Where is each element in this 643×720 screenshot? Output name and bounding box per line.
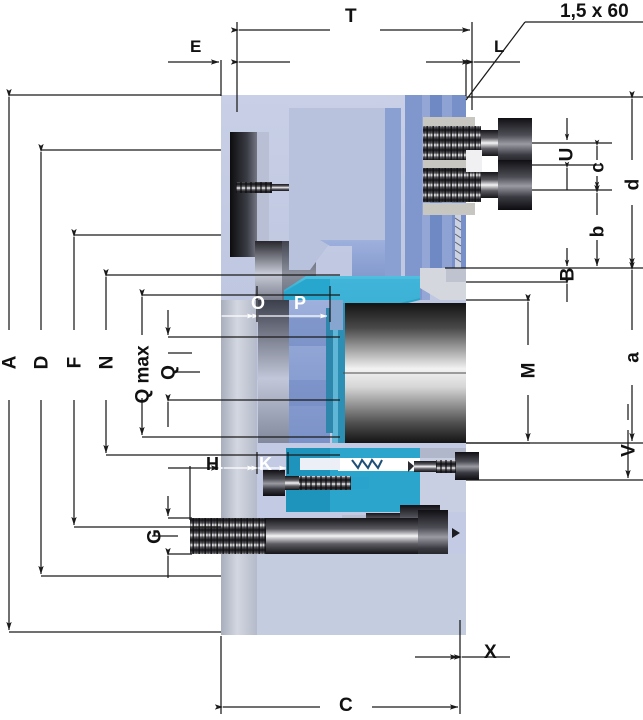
- dimension-label-b: b: [587, 225, 609, 238]
- chamfer-note: 1,5 x 60: [560, 1, 629, 22]
- dimension-label-c: c: [587, 162, 609, 173]
- dimension-label-H: H: [206, 454, 219, 474]
- dimension-label-Qmax: Q max: [132, 345, 154, 404]
- dimension-label-G: G: [144, 529, 166, 544]
- dimension-label-F: F: [64, 356, 86, 369]
- screw-1-head: [498, 118, 532, 168]
- dimension-geometry: [6, 21, 643, 714]
- mounting-bolt-head: [418, 510, 448, 562]
- chuck-cross-section-artwork: [190, 95, 532, 635]
- dimension-label-T: T: [345, 6, 357, 27]
- dimension-label-A: A: [0, 355, 21, 370]
- body-rib: [405, 95, 422, 300]
- dimension-label-N: N: [96, 355, 118, 370]
- dimension-label-M: M: [518, 362, 540, 379]
- spring-slot: [338, 458, 426, 471]
- clamp-screw-thread: [299, 476, 351, 490]
- dimension-label-Q: Q: [158, 365, 180, 380]
- dimension-label-L: L: [494, 37, 505, 56]
- mounting-bolt-thread: [190, 518, 266, 554]
- mounting-bolt-shank: [266, 518, 418, 554]
- dimension-label-D: D: [31, 355, 53, 370]
- dimension-label-d: d: [622, 178, 643, 191]
- clamp-screw-head: [263, 470, 285, 496]
- right-clamp-screw-head: [455, 452, 479, 480]
- dimension-label-B: B: [557, 267, 579, 282]
- set-screw-shank: [272, 184, 298, 191]
- dimension-label-K: K: [259, 454, 272, 474]
- dimension-label-E: E: [190, 37, 202, 56]
- dimension-label-V: V: [618, 444, 640, 457]
- upper-recess: [230, 132, 261, 257]
- dimension-label-a: a: [622, 352, 643, 363]
- set-screw-thread: [236, 182, 272, 193]
- screw-2-head: [498, 160, 532, 210]
- dimension-label-C: C: [339, 695, 353, 716]
- screw-2-thread: [423, 168, 481, 202]
- upper-mounting-screws: [423, 117, 532, 215]
- dimension-label-X: X: [484, 642, 497, 663]
- dimension-label-U: U: [556, 147, 578, 162]
- dimension-label-O: O: [251, 293, 266, 313]
- dimension-label-P: P: [294, 293, 307, 313]
